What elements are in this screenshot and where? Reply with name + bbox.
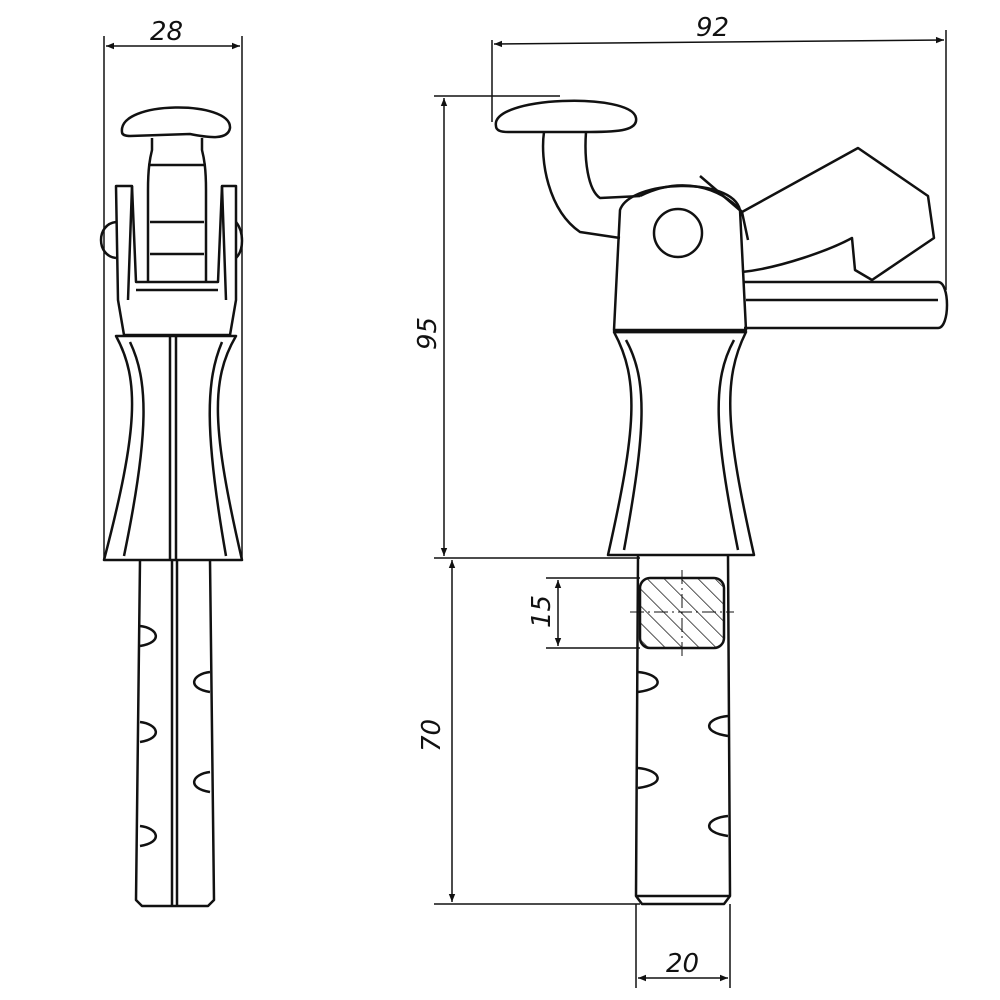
dim-front-width (491, 30, 947, 290)
dim-section-height (546, 577, 640, 649)
dim-height-upper (434, 95, 640, 559)
cross-section (630, 570, 734, 656)
front-lever (639, 146, 936, 282)
dim-pin-width (635, 904, 731, 988)
side-axle-left (99, 220, 117, 260)
dim-height-upper-label: 95 (413, 317, 443, 350)
dim-side-width-label: 28 (150, 17, 183, 47)
dim-side-width (103, 36, 243, 560)
dim-front-width-label: 92 (696, 13, 729, 43)
side-fork (114, 184, 238, 337)
side-view (99, 106, 244, 908)
side-pin (134, 559, 216, 908)
front-handle (744, 280, 949, 330)
dim-height-lower-label: 70 (417, 719, 447, 752)
front-knob (494, 99, 638, 134)
dim-section-height-label: 15 (527, 595, 557, 628)
front-pin (634, 555, 732, 906)
front-body (606, 330, 756, 557)
front-view (494, 99, 949, 906)
dim-pin-width-label: 20 (666, 949, 699, 979)
side-knob (120, 106, 232, 139)
front-housing (612, 184, 748, 332)
dim-height-lower (434, 560, 640, 905)
front-pivot (652, 207, 704, 259)
side-knob-stem (146, 138, 208, 282)
front-hook (541, 131, 641, 240)
